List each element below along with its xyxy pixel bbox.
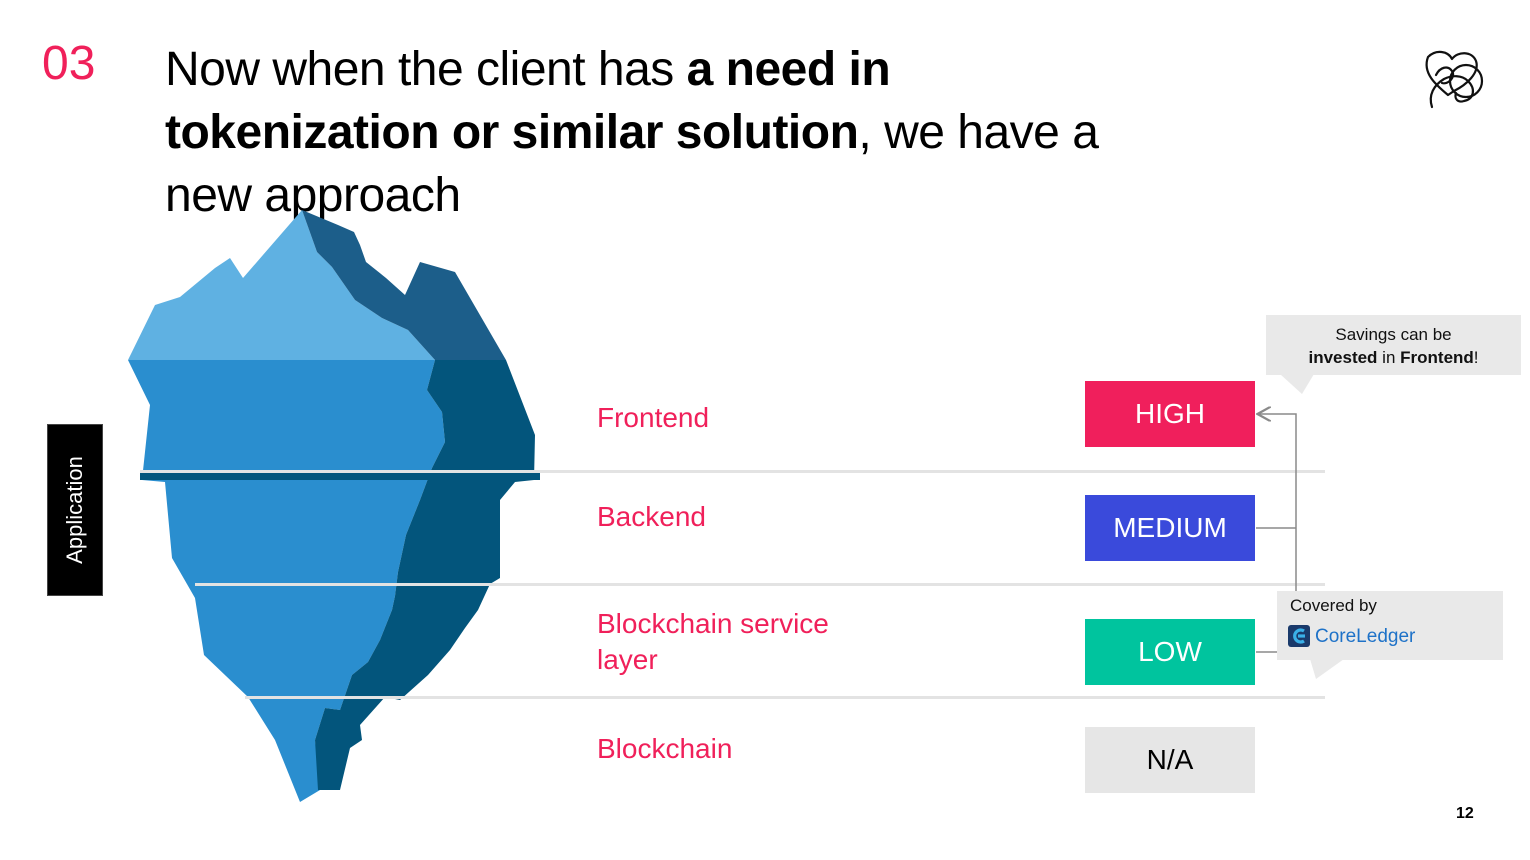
title-bold-text: a need in tokenization or similar soluti… bbox=[165, 43, 891, 159]
layer-label-blockchain: Blockchain bbox=[597, 733, 733, 764]
iceberg-illustration bbox=[128, 210, 540, 802]
level-badge-high: HIGH bbox=[1085, 381, 1255, 447]
savings-mid: in bbox=[1377, 348, 1401, 367]
iceberg-tip-dark bbox=[302, 210, 506, 360]
slide-title: Now when the client has a need in tokeni… bbox=[165, 38, 1175, 227]
covered-callout: Covered by CoreLedger bbox=[1277, 591, 1503, 660]
savings-line1: Savings can be bbox=[1335, 325, 1452, 344]
application-badge: Application bbox=[47, 424, 103, 596]
savings-bold-invested: invested bbox=[1308, 348, 1378, 367]
iceberg-tip-light bbox=[128, 210, 435, 360]
iceberg-waterline bbox=[140, 471, 540, 480]
savings-callout: Savings can be invested in Frontend! bbox=[1266, 315, 1521, 375]
divider-line bbox=[195, 583, 1325, 586]
layer-label-frontend: Frontend bbox=[597, 402, 710, 433]
covered-by-label: Covered by bbox=[1290, 596, 1377, 615]
title-text-1: Now when the client has bbox=[165, 43, 687, 96]
level-badge-na: N/A bbox=[1085, 727, 1255, 793]
savings-callout-tail bbox=[1280, 374, 1314, 394]
application-label: Application bbox=[62, 456, 87, 564]
section-number: 03 bbox=[42, 37, 96, 90]
divider-line bbox=[245, 696, 1325, 699]
coreledger-logo-icon: CoreLedger bbox=[1288, 625, 1416, 647]
hearts-logo-icon bbox=[1425, 50, 1484, 109]
level-badge-low: LOW bbox=[1085, 619, 1255, 685]
level-badge-medium: MEDIUM bbox=[1085, 495, 1255, 561]
covered-callout-tail bbox=[1310, 659, 1344, 679]
savings-bold-frontend: Frontend bbox=[1400, 348, 1474, 367]
savings-end: ! bbox=[1473, 348, 1479, 367]
title-text-2: , we have a new approach bbox=[165, 106, 1099, 222]
coreledger-brand-text: CoreLedger bbox=[1315, 626, 1416, 647]
iceberg-body-dark bbox=[315, 360, 535, 790]
layer-label-blockchain-service: Blockchain service layer bbox=[597, 608, 829, 675]
savings-callout-text: Savings can be invested in Frontend! bbox=[1266, 323, 1521, 369]
page-number: 12 bbox=[1456, 805, 1474, 822]
layer-label-backend: Backend bbox=[597, 501, 706, 532]
divider-line bbox=[140, 470, 1325, 473]
